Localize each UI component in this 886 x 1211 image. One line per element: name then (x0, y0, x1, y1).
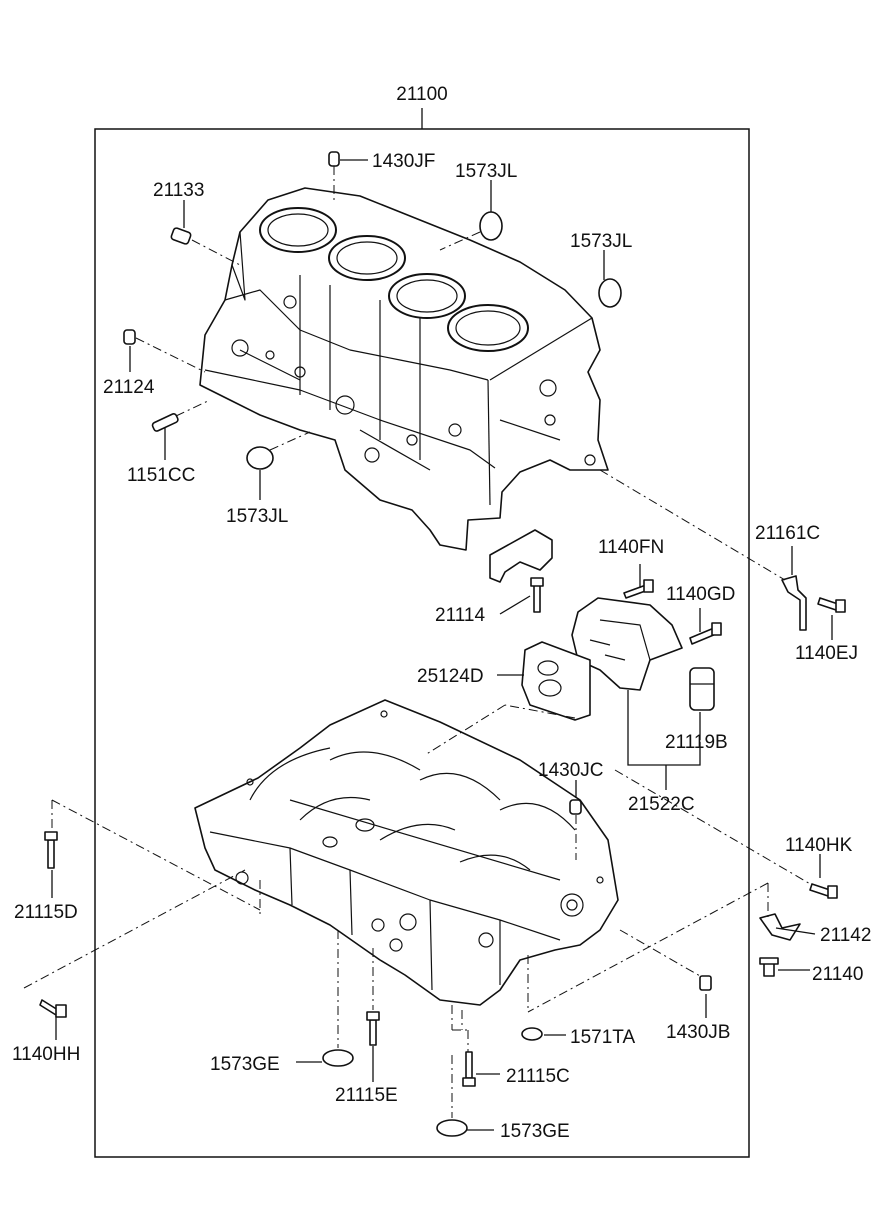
label-bolt-ladder-e: 21115E (335, 1085, 398, 1106)
plug-1430jc (569, 799, 582, 815)
label-drain-plug: 21140 (812, 964, 863, 985)
label-bolt-hh: 1140HH (12, 1044, 80, 1065)
cap-1573jl-a (479, 211, 503, 241)
cylinder-block (199, 187, 609, 551)
plug-1571ta (521, 1027, 543, 1041)
valve-part (689, 667, 715, 711)
pin-1430jb (699, 975, 712, 991)
label-gasket: 25124D (417, 666, 484, 687)
label-valve: 21119B (665, 732, 728, 753)
label-plug-top: 1430JF (372, 151, 435, 172)
cap-1573jl-c (246, 446, 274, 470)
cap-1573ge-b (436, 1119, 468, 1137)
label-cap-lower: 1573JL (226, 506, 288, 527)
label-cap-upper-left: 1573JL (455, 161, 517, 182)
bracket-21142 (759, 913, 801, 941)
label-bolt-bearing: 21114 (435, 605, 485, 626)
stud-1151cc (151, 413, 179, 432)
label-bolt-bracket: 1140EJ (795, 643, 858, 664)
label-housing: 21522C (628, 794, 695, 815)
label-bracket: 21161C (755, 523, 820, 544)
label-bolt-ladder-left: 21115D (14, 902, 78, 923)
label-bolt-hk: 1140HK (785, 835, 853, 856)
label-bracket-lower: 21142 (820, 925, 871, 946)
leader-lines (23, 159, 833, 1131)
label-cap-ge-bottom: 1573GE (500, 1121, 570, 1142)
label-bolt-ladder-c: 21115C (506, 1066, 570, 1087)
label-cap-ge-left: 1573GE (210, 1054, 280, 1075)
bracket-21161c (781, 575, 807, 631)
bolts (39, 577, 846, 1087)
label-cap-upper-right: 1573JL (570, 231, 632, 252)
dowel-21124 (123, 329, 136, 345)
lower-crankcase (194, 699, 619, 1006)
bearing-cap (489, 529, 553, 583)
nozzle-21133 (170, 227, 192, 245)
label-plug-ta: 1571TA (570, 1027, 635, 1048)
cap-1573jl-b (598, 278, 622, 308)
plug-1430jf (328, 151, 340, 167)
cap-1573ge-a (322, 1049, 354, 1067)
label-plug-jc: 1430JC (538, 760, 604, 781)
label-bolt-gd: 1140GD (666, 584, 735, 605)
label-dowel-left: 21124 (103, 377, 155, 398)
label-assembly: 21100 (396, 84, 447, 105)
label-stud: 1151CC (127, 465, 195, 486)
label-nozzle: 21133 (153, 180, 204, 201)
label-bolt-fn: 1140FN (598, 537, 664, 558)
label-pin-jb: 1430JB (666, 1022, 730, 1043)
